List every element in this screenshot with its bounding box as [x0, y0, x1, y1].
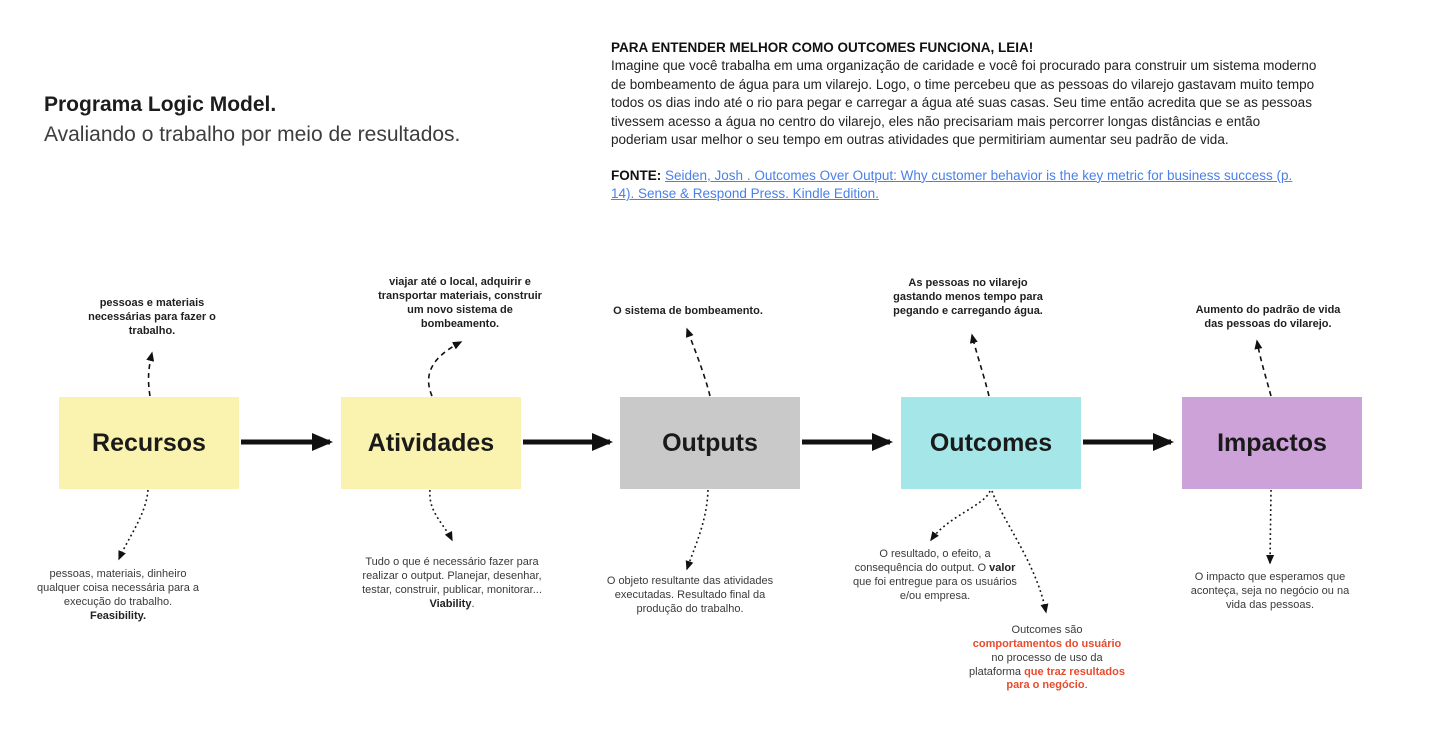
- source-line: FONTE: Seiden, Josh . Outcomes Over Outp…: [611, 167, 1317, 204]
- dashed-arrow-impactos-top: [1254, 339, 1272, 397]
- bottom-note-impactos: O impacto que esperamos que aconteça, se…: [1190, 571, 1350, 611]
- outcomes-info-block: PARA ENTENDER MELHOR COMO OUTCOMES FUNCI…: [611, 39, 1317, 204]
- behavior-line-3: no processo de uso da: [991, 651, 1103, 664]
- flow-box-impactos: Impactos: [1182, 397, 1362, 489]
- dashed-arrow-recursos-top: [146, 351, 155, 397]
- flow-box-recursos: Recursos: [59, 397, 239, 489]
- dotted-arrow-atividades-bottom: [429, 489, 453, 542]
- page-title: Programa Logic Model. Avaliando o trabal…: [44, 90, 564, 150]
- info-body: Imagine que você trabalha em uma organiz…: [611, 58, 1317, 148]
- bottom-note-outputs: O objeto resultante das atividades execu…: [606, 575, 774, 615]
- dashed-arrow-atividades-top: [427, 341, 463, 397]
- top-note-atividades: viajar até o local, adquirir e transport…: [378, 276, 542, 330]
- page-title-subtitle: Avaliando o trabalho por meio de resulta…: [44, 122, 461, 146]
- bottom-note-outcomes-behavior: Outcomes são comportamentos do usuário n…: [954, 624, 1140, 693]
- top-note-outputs: O sistema de bombeamento.: [613, 305, 763, 317]
- dashed-arrow-outcomes-top: [969, 333, 990, 397]
- top-note-outcomes: As pessoas no vilarejo gastando menos te…: [893, 277, 1043, 317]
- bottom-note-atividades-bold-line: Viability.: [429, 597, 475, 610]
- dashed-arrow-outputs-top: [686, 327, 711, 397]
- valor-bold: valor: [989, 561, 1016, 574]
- behavior-line-2-red: comportamentos do usuário: [972, 637, 1122, 650]
- top-note-recursos: pessoas e materiais necessárias para faz…: [88, 297, 216, 337]
- behavior-line-4: plataforma que traz resultados: [969, 665, 1125, 678]
- bottom-note-recursos-text: pessoas, materiais, dinheiro qualquer co…: [36, 568, 200, 608]
- bottom-note-recursos-bold: Feasibility.: [89, 609, 147, 622]
- bottom-note-atividades-text: Tudo o que é necessário fazer para reali…: [362, 556, 542, 596]
- flow-box-atividades: Atividades: [341, 397, 521, 489]
- source-label: FONTE:: [611, 167, 662, 183]
- flow-box-outcomes: Outcomes: [901, 397, 1081, 489]
- dotted-arrow-impactos-bottom: [1266, 489, 1275, 565]
- page-title-main: Programa Logic Model.: [44, 93, 277, 116]
- bottom-note-atividades: Tudo o que é necessário fazer para reali…: [361, 556, 543, 611]
- source-link[interactable]: Seiden, Josh . Outcomes Over Output: Why…: [611, 167, 1293, 202]
- dotted-arrow-outcomes-value: [930, 490, 991, 542]
- dotted-arrow-recursos-bottom: [118, 489, 149, 561]
- dotted-arrow-outputs-bottom: [685, 489, 709, 571]
- info-heading: PARA ENTENDER MELHOR COMO OUTCOMES FUNCI…: [611, 40, 1034, 55]
- behavior-line-5: para o negócio.: [1006, 679, 1088, 692]
- flow-box-outputs: Outputs: [620, 397, 800, 489]
- top-note-impactos: Aumento do padrão de vida das pessoas do…: [1195, 304, 1341, 330]
- bottom-note-recursos: pessoas, materiais, dinheiro qualquer co…: [29, 568, 207, 623]
- behavior-line-1: Outcomes são: [1011, 624, 1083, 636]
- bottom-note-outcomes-value: O resultado, o efeito, a consequência do…: [853, 548, 1017, 602]
